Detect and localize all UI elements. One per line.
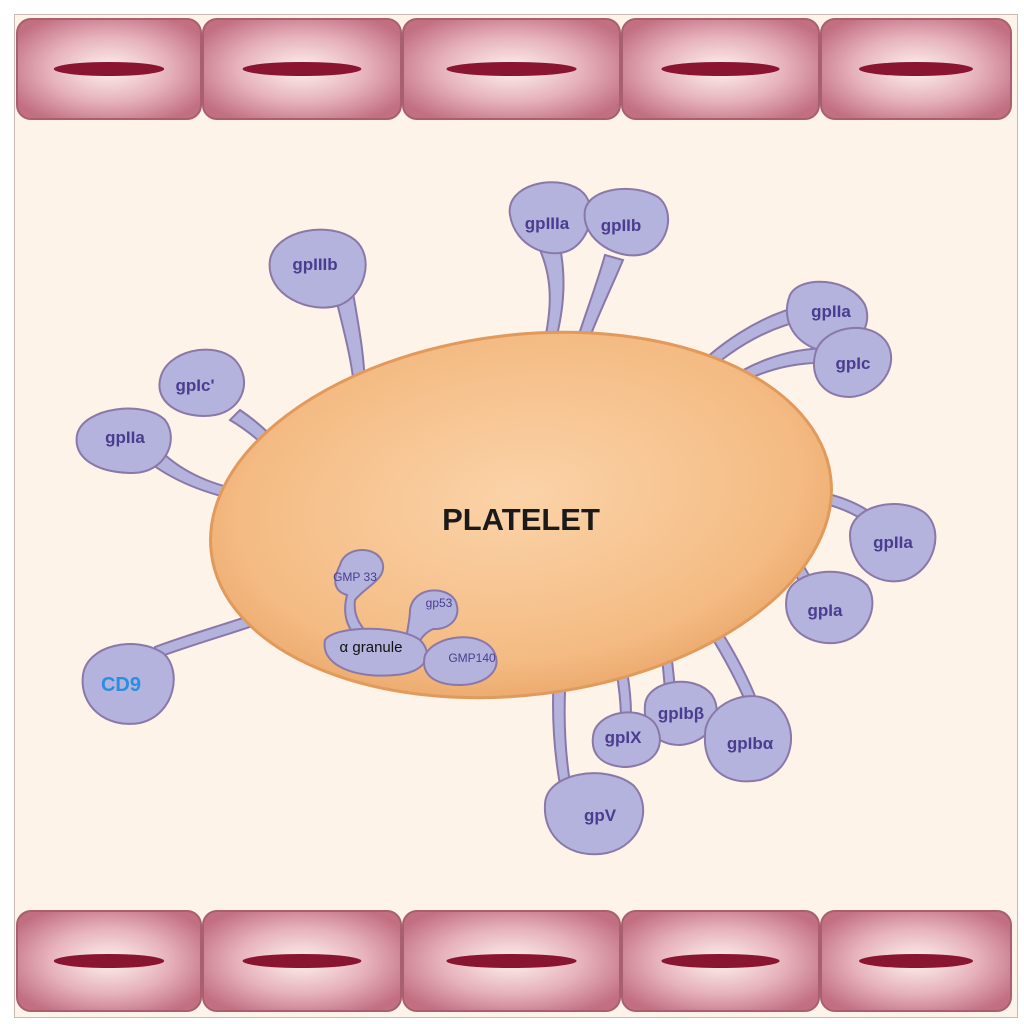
- receptor-head-gpIc-prime: [158, 348, 245, 417]
- receptor-head-gpIc: [812, 327, 893, 399]
- receptor-head-gpIX: [591, 711, 661, 769]
- label-cd9: CD9: [101, 674, 141, 696]
- receptor-head-cd9: [81, 643, 175, 725]
- label-gp53: gp53: [426, 596, 453, 610]
- label-gpIIb: gpIIb: [601, 216, 642, 235]
- label-gpIc: gpIc: [836, 354, 871, 373]
- label-gpIX: gpIX: [605, 728, 642, 747]
- endothelium-bottom: [16, 910, 1012, 1012]
- bottom-cell-nucleus: [859, 954, 973, 968]
- label-gpIa: gpIa: [808, 601, 843, 620]
- top-cell-nucleus: [446, 62, 577, 76]
- top-cell-nucleus: [53, 62, 165, 76]
- label-gpIIIb: gpIIIb: [292, 255, 337, 274]
- receptor-head-gpIIa-right: [848, 503, 937, 583]
- alpha-granule-proteins: [323, 549, 498, 687]
- label-gpIIa-right: gpIIa: [873, 533, 913, 552]
- bottom-cell-nucleus: [53, 954, 165, 968]
- label-gpIIa-left: gpIIa: [105, 428, 145, 447]
- receptor-head-gpIa: [785, 570, 874, 645]
- receptor-head-gpIb-alpha: [703, 695, 792, 783]
- label-gpIIIa: gpIIIa: [525, 214, 570, 233]
- platelet-body: [209, 330, 833, 700]
- receptor-heads: [75, 181, 937, 856]
- gmp140-shape: [423, 636, 498, 687]
- label-gpIb-alpha: gpIbα: [727, 734, 774, 753]
- receptor-head-gpIIa-left: [75, 407, 172, 475]
- platelet-diagram: PLATELET gpIIIa gpIIb gpIIIb gpIIa gpIc …: [16, 18, 1012, 1012]
- top-cell-nucleus: [661, 62, 780, 76]
- bottom-cell-nucleus: [242, 954, 362, 968]
- bottom-cell-nucleus: [446, 954, 577, 968]
- label-gpV: gpV: [584, 806, 617, 825]
- receptor-head-gpIIb: [583, 187, 669, 257]
- receptor-head-gpV: [543, 772, 645, 856]
- top-cell-nucleus: [859, 62, 973, 76]
- platelet-title: PLATELET: [442, 502, 600, 537]
- receptor-head-gpIIIb: [268, 228, 367, 309]
- gmp33-shape: [334, 549, 385, 641]
- label-alpha-granule: α granule: [340, 639, 403, 656]
- label-gmp140: GMP140: [448, 651, 496, 665]
- bottom-cell-nucleus: [661, 954, 780, 968]
- diagram-frame: PLATELET gpIIIa gpIIb gpIIIb gpIIa gpIc …: [14, 14, 1018, 1018]
- endothelium-top: [16, 18, 1012, 120]
- label-gmp33: GMP 33: [333, 570, 377, 584]
- label-gpIb-beta: gpIbβ: [658, 704, 704, 723]
- label-gpIIa-top-right: gpIIa: [811, 302, 851, 321]
- label-gpIc-prime: gpIc': [176, 376, 215, 395]
- top-cell-nucleus: [242, 62, 362, 76]
